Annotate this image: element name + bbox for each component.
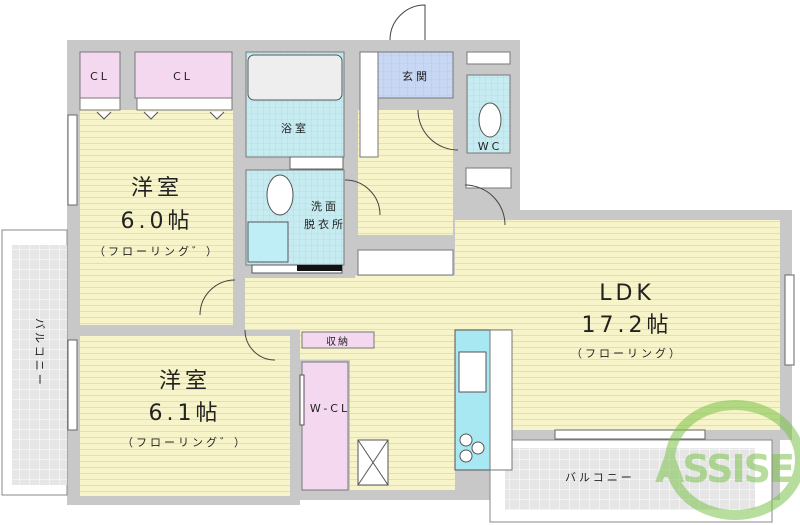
washing-machine: [247, 221, 289, 263]
balcony-left-label: バルコニー: [33, 318, 46, 388]
toilet-label: WC: [478, 140, 503, 153]
walk-in-closet-label: W-CL: [310, 402, 350, 415]
balcony-bottom-label: バルコニー: [565, 471, 635, 484]
bath-label: 浴室: [281, 121, 309, 135]
sink: [458, 351, 487, 393]
entrance: [377, 51, 454, 99]
bedroom2-name: 洋室: [159, 369, 211, 394]
storage-label: 収納: [326, 335, 350, 348]
wash-basin: [266, 174, 294, 216]
stove-burner: [459, 433, 473, 447]
front-door: [389, 4, 426, 41]
ldk-floor: （フローリング）: [571, 346, 683, 360]
bedroom2-floor: （フローリング゛）: [122, 435, 248, 449]
closet1-label: CL: [90, 70, 110, 83]
bedroom1-size: 6.0帖: [121, 209, 194, 234]
bedroom1-floor: （フローリング゛）: [94, 244, 220, 258]
washroom-label-1: 洗面: [311, 200, 339, 213]
window: [67, 339, 78, 431]
window: [554, 429, 706, 440]
svg-text:ASSISE: ASSISE: [655, 447, 793, 491]
entrance-label: 玄関: [402, 69, 430, 83]
toilet: [478, 102, 502, 138]
bathtub: [247, 54, 343, 101]
bedroom1-name: 洋室: [131, 176, 183, 201]
bedroom1-floor: [80, 110, 233, 325]
washroom-label-2: 脱衣所: [304, 217, 346, 231]
ldk-name: LDK: [599, 281, 655, 306]
interior-doors: [199, 109, 506, 361]
bedroom2-size: 6.1帖: [149, 401, 222, 426]
walk-in-closet: [301, 361, 349, 491]
window: [784, 274, 795, 366]
closet2: [134, 51, 233, 99]
closet2-label: CL: [173, 70, 193, 83]
closet1: [79, 51, 121, 99]
window: [67, 114, 78, 206]
bedroom2-floor: [80, 336, 290, 496]
ldk-size: 17.2帖: [582, 313, 673, 338]
assise-watermark-logo: ASSISE: [655, 400, 800, 520]
storage: [301, 331, 375, 349]
